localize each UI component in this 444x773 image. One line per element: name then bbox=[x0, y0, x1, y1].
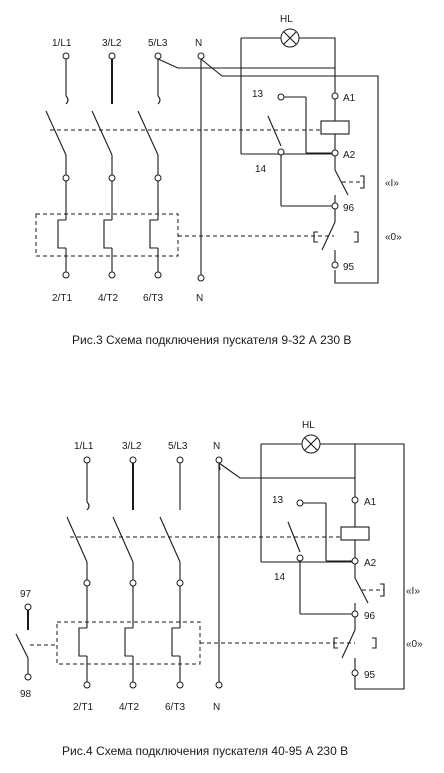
phase-l1-circuit bbox=[45, 59, 70, 279]
indicator-lamp-hl-2: HL bbox=[260, 420, 405, 690]
terminal-n-2 bbox=[215, 456, 223, 464]
lamp-label-hl-2: HL bbox=[302, 420, 315, 431]
terminal-n bbox=[197, 52, 205, 60]
start-button-circuit-2: «I» bbox=[354, 564, 420, 611]
coil-label-a1: A1 bbox=[343, 93, 356, 104]
diagram-fig3: 1/L1 3/L2 5/L3 N bbox=[35, 14, 402, 347]
contactor-coil: A1 A2 bbox=[241, 92, 356, 161]
aux-contact-13-14-2: 13 14 bbox=[272, 495, 352, 615]
terminal-label-2t1: 2/T1 bbox=[52, 293, 72, 304]
terminal-label-1l1-2: 1/L1 bbox=[74, 441, 94, 452]
terminal-3l2-2 bbox=[129, 456, 137, 464]
terminal-1l1 bbox=[62, 52, 70, 60]
caption-fig3: Рис.3 Схема подключения пускателя 9-32 А… bbox=[72, 333, 351, 347]
aux-label-13: 13 bbox=[252, 89, 264, 100]
caption-fig4: Рис.4 Схема подключения пускателя 40-95 … bbox=[62, 744, 348, 758]
terminal-label-2t1-2: 2/T1 bbox=[73, 702, 93, 713]
phase-l2-circuit-2 bbox=[112, 463, 137, 689]
stop-label: «0» bbox=[385, 232, 402, 243]
aux-label-96-2: 96 bbox=[364, 611, 376, 622]
aux-contact-13-14: 13 14 bbox=[252, 89, 332, 207]
stop-button-circuit-2: 96 «0» 95 bbox=[333, 610, 423, 681]
terminal-label-3l2-2: 3/L2 bbox=[122, 441, 142, 452]
start-label-2: «I» bbox=[406, 586, 420, 597]
coil-label-a1-2: A1 bbox=[364, 497, 377, 508]
terminal-label-6t3-2: 6/T3 bbox=[165, 702, 185, 713]
neutral-circuit bbox=[197, 58, 379, 284]
phase-l3-circuit bbox=[137, 58, 335, 279]
terminal-5l3-2 bbox=[176, 456, 184, 464]
stop-button-circuit: 96 «0» 95 bbox=[313, 202, 402, 273]
aux-label-95-2: 95 bbox=[364, 670, 376, 681]
thermal-relay-box bbox=[35, 213, 179, 257]
aux-label-95: 95 bbox=[343, 262, 355, 273]
neutral-circuit-2 bbox=[215, 462, 356, 689]
terminal-label-4t2-2: 4/T2 bbox=[119, 702, 139, 713]
phase-l2-circuit bbox=[91, 59, 116, 279]
terminal-3l2 bbox=[108, 52, 116, 60]
terminal-label-n-out-2: N bbox=[213, 702, 220, 713]
diagram-fig4: 1/L1 3/L2 5/L3 N bbox=[15, 420, 423, 758]
coil-label-a2-2: A2 bbox=[364, 558, 377, 569]
terminal-label-3l2: 3/L2 bbox=[102, 38, 122, 49]
terminal-label-6t3: 6/T3 bbox=[143, 293, 163, 304]
indicator-lamp-hl: HL bbox=[240, 14, 336, 154]
start-label: «I» bbox=[385, 178, 399, 189]
phase-l1-circuit-2 bbox=[66, 463, 91, 689]
aux-label-98: 98 bbox=[20, 689, 32, 700]
terminal-label-1l1: 1/L1 bbox=[52, 38, 72, 49]
phase-l3-circuit-2 bbox=[159, 463, 184, 689]
stop-label-2: «0» bbox=[406, 639, 423, 650]
start-button-circuit: «I» bbox=[334, 156, 399, 203]
terminal-label-n-out: N bbox=[196, 293, 203, 304]
aux-contact-97-98: 97 98 bbox=[15, 589, 57, 700]
coil-label-a2: A2 bbox=[343, 150, 356, 161]
terminal-label-5l3-2: 5/L3 bbox=[168, 441, 188, 452]
aux-label-14: 14 bbox=[255, 164, 267, 175]
terminal-1l1-2 bbox=[83, 456, 91, 464]
aux-label-97: 97 bbox=[20, 589, 32, 600]
lamp-label-hl: HL bbox=[280, 14, 293, 25]
terminal-label-n: N bbox=[195, 38, 202, 49]
terminal-label-n-2: N bbox=[213, 441, 220, 452]
aux-label-14-2: 14 bbox=[274, 572, 286, 583]
aux-label-96: 96 bbox=[343, 203, 355, 214]
contactor-coil-2: A1 A2 bbox=[261, 496, 377, 569]
terminal-label-4t2: 4/T2 bbox=[98, 293, 118, 304]
aux-label-13-2: 13 bbox=[272, 495, 284, 506]
terminal-5l3 bbox=[154, 52, 162, 60]
terminal-label-5l3: 5/L3 bbox=[148, 38, 168, 49]
